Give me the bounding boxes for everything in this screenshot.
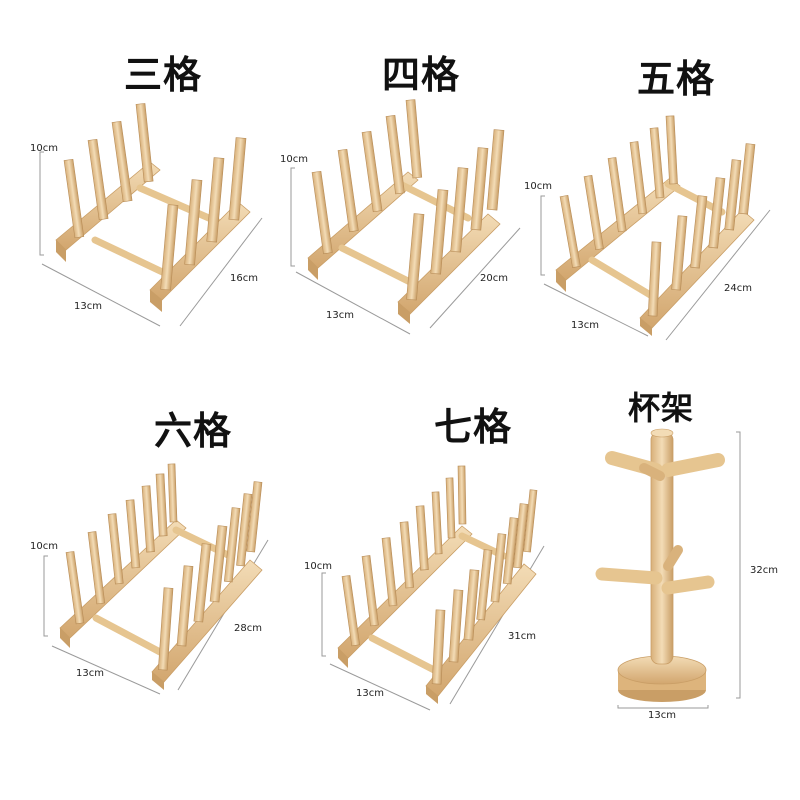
rack-5-slot: [540, 115, 771, 341]
dimension-width-5-slot: 13cm: [571, 320, 599, 331]
rack-7-slot: [321, 465, 545, 711]
dimension-length-5-slot: 24cm: [724, 283, 752, 294]
dimension-width-mug-tree: 13cm: [648, 710, 676, 721]
dimension-height-mug-tree: 32cm: [750, 565, 778, 576]
dimension-width-6-slot: 13cm: [76, 668, 104, 679]
dimension-height-3-slot: 10cm: [30, 143, 58, 154]
dimension-height-5-slot: 10cm: [524, 181, 552, 192]
rack-4-slot: [290, 99, 521, 335]
product-title-3-slot: 三格: [124, 53, 203, 97]
dimension-length-7-slot: 31cm: [508, 631, 536, 642]
dimension-lines: [290, 167, 521, 335]
dimension-lines: [540, 195, 771, 341]
product-title-6-slot: 六格: [154, 409, 233, 453]
product-title-7-slot: 七格: [434, 405, 513, 449]
dimension-length-4-slot: 20cm: [480, 273, 508, 284]
dimension-height-6-slot: 10cm: [30, 541, 58, 552]
dimension-length-3-slot: 16cm: [230, 273, 258, 284]
rack-6-slot: [43, 463, 269, 695]
product-title-5-slot: 五格: [637, 57, 716, 101]
rack-3-slot: [39, 103, 263, 327]
product-title-mug-tree: 杯架: [628, 389, 695, 427]
dimension-width-7-slot: 13cm: [356, 688, 384, 699]
dimension-lines: [39, 151, 263, 327]
dimension-width-3-slot: 13cm: [74, 301, 102, 312]
dimension-height-7-slot: 10cm: [304, 561, 332, 572]
mug-tree: [595, 428, 741, 709]
dimension-width-4-slot: 13cm: [326, 310, 354, 321]
dimension-lines: [617, 431, 741, 709]
dimension-height-4-slot: 10cm: [280, 154, 308, 165]
product-title-4-slot: 四格: [382, 53, 461, 97]
dimension-length-6-slot: 28cm: [234, 623, 262, 634]
